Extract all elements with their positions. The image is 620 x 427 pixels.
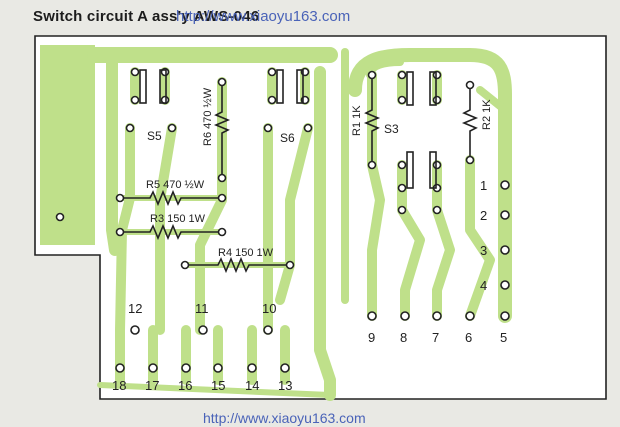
terminal-1: 1 <box>480 178 487 193</box>
terminal-16: 16 <box>178 378 192 393</box>
terminal-18: 18 <box>112 378 126 393</box>
resistors <box>124 79 479 274</box>
terminal-4: 4 <box>480 278 487 293</box>
terminal-10: 10 <box>262 301 276 316</box>
label-s6: S6 <box>280 131 295 145</box>
ground-plane <box>40 45 95 245</box>
terminal-labels: 1 2 3 4 12 11 10 9 8 7 6 5 18 17 16 15 1… <box>112 178 507 393</box>
label-r2: R2 1K <box>481 99 493 130</box>
label-s5: S5 <box>147 129 162 143</box>
label-r5: R5 470 ½W <box>146 179 205 191</box>
terminal-8: 8 <box>400 330 407 345</box>
terminal-12: 12 <box>128 301 142 316</box>
label-s3: S3 <box>384 122 399 136</box>
label-r6: R6 470 ½W <box>202 87 214 146</box>
terminal-13: 13 <box>278 378 292 393</box>
terminal-2: 2 <box>480 208 487 223</box>
terminal-5: 5 <box>500 330 507 345</box>
label-r4: R4 150 1W <box>218 247 274 259</box>
terminal-9: 9 <box>368 330 375 345</box>
diagram-title: Switch circuit A ass'y AWS-046 <box>33 8 260 25</box>
terminal-11: 11 <box>195 301 209 316</box>
terminal-14: 14 <box>245 378 259 393</box>
component-labels: S5 S6 S3 R5 470 ½W R3 150 1W R4 150 1W R… <box>146 87 493 259</box>
terminal-17: 17 <box>145 378 159 393</box>
label-r3: R3 150 1W <box>150 213 206 225</box>
pads <box>55 67 510 373</box>
terminal-3: 3 <box>480 243 487 258</box>
watermark-bottom: http://www.xiaoyu163.com <box>203 410 366 426</box>
terminal-6: 6 <box>465 330 472 345</box>
label-r1: R1 1K <box>351 105 363 136</box>
terminal-15: 15 <box>211 378 225 393</box>
switch-bodies <box>139 69 437 189</box>
terminal-7: 7 <box>432 330 439 345</box>
watermark-top: http://www.xiaoyu163.com <box>176 8 351 25</box>
